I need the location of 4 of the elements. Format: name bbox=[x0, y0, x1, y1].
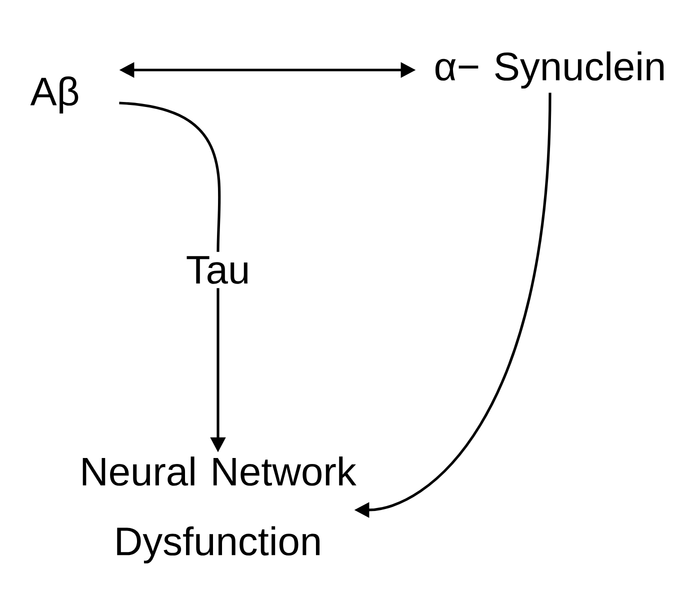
node-label: Tau bbox=[186, 256, 248, 284]
node-label: Neural Network Dysfunction bbox=[82, 456, 356, 564]
node-label: Aβ bbox=[30, 76, 78, 114]
node-label: α− Synuclein bbox=[435, 51, 664, 89]
